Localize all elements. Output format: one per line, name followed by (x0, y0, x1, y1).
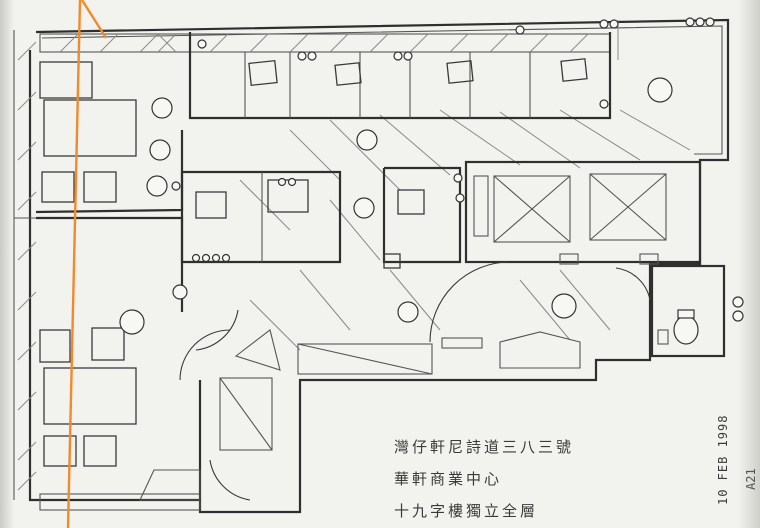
outer-walls (13, 18, 730, 514)
middle-offices (180, 170, 342, 264)
lift-core (464, 160, 702, 265)
ceiling-symbols (171, 77, 673, 323)
scan-edge-shadow-left (0, 0, 14, 528)
annotation-line-orange (66, 0, 82, 528)
small-office-right (382, 166, 462, 269)
address-line-2: 華軒商業中心 (394, 470, 503, 488)
scan-edge-shadow-right (738, 0, 760, 528)
annotation-line-orange-top (80, 0, 108, 39)
left-top-office (35, 61, 184, 214)
address-line-1: 灣仔軒尼詩道三八三號 (394, 438, 575, 456)
date-stamp: 10 FEB 1998 (716, 414, 730, 505)
lift-shaft-1 (493, 175, 571, 243)
top-offices (188, 17, 715, 120)
lower-left-office (36, 216, 201, 511)
sprinkler-icon (149, 139, 171, 161)
light-fixtures-mid (191, 177, 297, 263)
perimeter-hatch (17, 20, 619, 491)
light-fixtures-top (197, 17, 715, 61)
address-line-3: 十九字樓獨立全層 (394, 502, 539, 520)
toilet-icon (673, 315, 699, 345)
entry-lobby (139, 261, 651, 501)
lift-shaft-2 (589, 173, 667, 241)
corner-mark: A21 (744, 468, 758, 490)
toilet-room (650, 264, 744, 358)
